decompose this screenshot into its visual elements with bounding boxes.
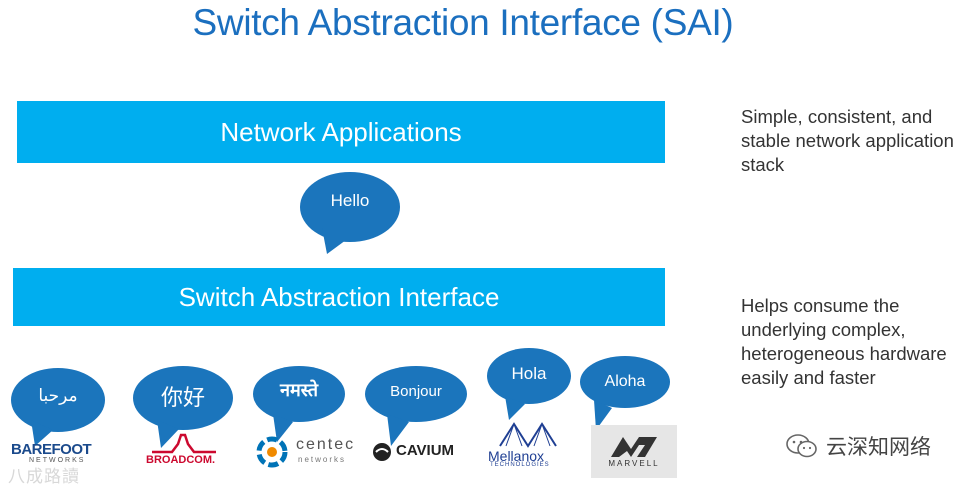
chinese-greeting-bubble: 你好 bbox=[133, 366, 233, 452]
hawaiian-greeting-bubble: Aloha bbox=[580, 356, 670, 432]
arabic-greeting-text: مرحبا bbox=[38, 386, 78, 405]
french-greeting-text: Bonjour bbox=[390, 383, 442, 400]
top-layer-note: Simple, consistent, and stable network a… bbox=[741, 106, 954, 175]
corner-watermark: 八成路讀 bbox=[8, 467, 80, 486]
network-applications-label: Network Applications bbox=[220, 116, 462, 147]
sai-layer: Switch Abstraction Interface bbox=[13, 268, 665, 326]
wechat-watermark: 云深知网络 bbox=[786, 431, 931, 461]
bottom-layer-note: Helps consume the underlying complex, he… bbox=[741, 295, 947, 388]
centec-ring-icon bbox=[256, 436, 288, 468]
marvell-logo: MARVELL bbox=[591, 425, 677, 478]
cavium-logo: CAVIUM bbox=[372, 440, 468, 464]
hello-text: Hello bbox=[330, 191, 370, 210]
hindi-greeting-text: नमस्ते bbox=[279, 380, 319, 400]
network-applications-layer: Network Applications bbox=[17, 101, 665, 163]
sai-label: Switch Abstraction Interface bbox=[178, 281, 500, 312]
page-title: Switch Abstraction Interface (SAI) bbox=[192, 2, 734, 43]
watermark-text: 云深知网络 bbox=[826, 436, 931, 459]
speech-bubble-icon bbox=[580, 356, 670, 430]
speech-bubble-icon bbox=[300, 172, 400, 254]
speech-bubble-icon bbox=[253, 366, 345, 442]
hawaiian-greeting-text: Aloha bbox=[604, 373, 646, 390]
hello-speech-bubble: Hello bbox=[300, 172, 400, 256]
hindi-greeting-bubble: नमस्ते bbox=[253, 366, 345, 448]
wechat-icon bbox=[786, 434, 817, 458]
mellanox-bridge-icon bbox=[499, 422, 557, 448]
spanish-greeting-bubble: Hola bbox=[487, 348, 571, 422]
speech-bubble-icon bbox=[11, 368, 105, 446]
speech-bubble-icon bbox=[487, 348, 571, 420]
barefoot-logo: BAREFOOT NETWORKS bbox=[11, 441, 92, 464]
chinese-greeting-text: 你好 bbox=[160, 385, 205, 410]
cavium-circle-icon bbox=[373, 443, 391, 461]
speech-bubble-icon bbox=[365, 366, 467, 446]
broadcom-pulse-icon bbox=[152, 433, 216, 454]
marvell-m-icon bbox=[611, 437, 657, 457]
speech-bubble-icon bbox=[133, 366, 233, 448]
centec-logo: centec networks bbox=[254, 432, 364, 472]
spanish-greeting-text: Hola bbox=[511, 364, 547, 383]
french-greeting-bubble: Bonjour bbox=[365, 366, 467, 452]
mellanox-logo: Mellanox TECHNOLOGIES bbox=[488, 422, 572, 472]
broadcom-logo: BROADCOM. bbox=[146, 432, 226, 472]
arabic-greeting-bubble: مرحبا bbox=[11, 368, 105, 450]
